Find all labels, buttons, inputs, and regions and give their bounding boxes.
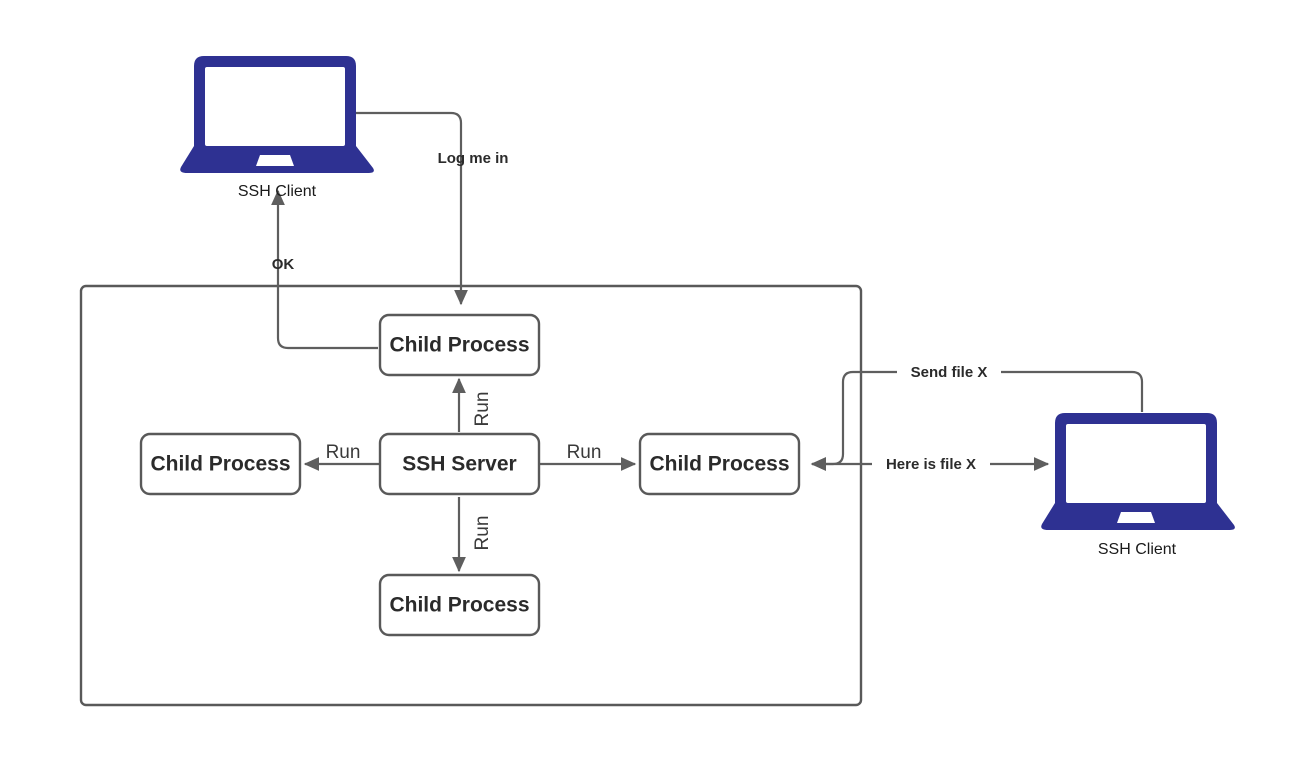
edge-label-run-up: Run — [472, 392, 493, 427]
edge-label-run-left: Run — [326, 442, 361, 463]
child-bottom-box[interactable] — [378, 573, 541, 637]
node-child-top[interactable]: Child Process — [378, 313, 541, 377]
node-child-left[interactable]: Child Process — [139, 432, 302, 496]
laptop-right-screen — [1066, 424, 1206, 503]
child-bottom-label: Child Process — [389, 594, 529, 617]
laptop-icon-client-top — [180, 56, 374, 173]
laptop-right-notch — [1117, 512, 1155, 523]
server-host-container — [79, 284, 863, 707]
node-ssh-server[interactable]: SSH Server — [378, 432, 541, 496]
client-right-label: SSH Client — [1098, 541, 1177, 558]
ssh-server-label: SSH Server — [402, 453, 516, 476]
edge-label-send-file-x: Send file X — [911, 364, 988, 381]
laptop-top-notch — [256, 155, 294, 166]
edge-ok — [271, 189, 378, 350]
edge-label-here-is-file-x: Here is file X — [886, 456, 976, 473]
child-top-box[interactable] — [378, 313, 541, 377]
edge-label-log-me-in: Log me in — [438, 150, 509, 167]
edge-label-run-down: Run — [472, 516, 493, 551]
child-left-label: Child Process — [150, 453, 290, 476]
node-child-right[interactable]: Child Process — [638, 432, 801, 496]
client-top-label: SSH Client — [238, 183, 317, 200]
edge-label-run-right: Run — [567, 442, 602, 463]
child-top-label: Child Process — [389, 334, 529, 357]
here-is-file-x-halo — [872, 456, 990, 473]
laptop-icon-client-right — [1041, 413, 1235, 530]
node-child-bottom[interactable]: Child Process — [378, 573, 541, 637]
ssh-server-box[interactable] — [378, 432, 541, 496]
edge-log-me-in — [356, 111, 468, 306]
edge-label-ok: OK — [272, 256, 295, 273]
edge-label-send-file-x-group: Send file X — [897, 364, 1001, 381]
child-left-box[interactable] — [139, 432, 302, 496]
send-file-x-halo — [897, 364, 1001, 381]
child-right-label: Child Process — [649, 453, 789, 476]
edge-label-here-is-file-x-group: Here is file X — [872, 456, 990, 473]
child-right-box[interactable] — [638, 432, 801, 496]
laptop-top-screen — [205, 67, 345, 146]
